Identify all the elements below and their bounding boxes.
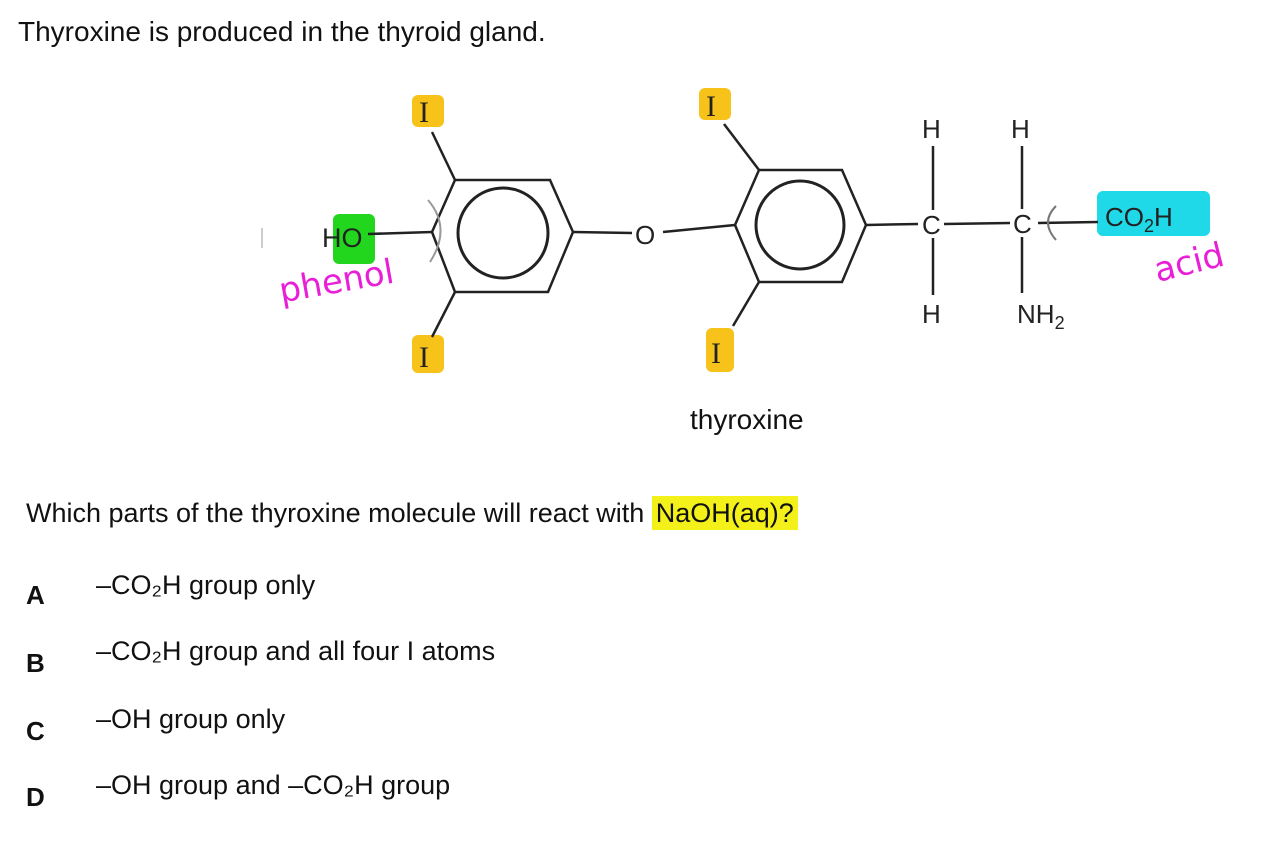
option-d-text: –OH group and –CO₂H group bbox=[96, 770, 451, 800]
carboxyl-main: CO bbox=[1105, 202, 1144, 232]
carboxyl-subscript: 2 bbox=[1144, 216, 1154, 236]
amine-subscript: 2 bbox=[1055, 313, 1065, 333]
question-prefix: Which parts of the thyroxine molecule wi… bbox=[26, 498, 652, 528]
hydroxyl-label: HO bbox=[322, 223, 363, 253]
amine-label: NH2 bbox=[1017, 299, 1065, 333]
ether-oxygen-label: O bbox=[635, 220, 655, 250]
phenol-break-mark bbox=[427, 199, 442, 263]
carboxyl-highlight bbox=[1097, 191, 1210, 236]
option-b-letter: B bbox=[26, 648, 45, 678]
carboxyl-hydrogen: H bbox=[1154, 202, 1173, 232]
carbon-label-2: C bbox=[1013, 209, 1032, 239]
option-a-text: –CO₂H group only bbox=[96, 570, 316, 600]
amine-main: NH bbox=[1017, 299, 1055, 329]
iodine-label-1: I bbox=[419, 96, 429, 129]
iodine-highlight-3 bbox=[412, 335, 444, 373]
hydrogen-label-1: H bbox=[922, 114, 941, 144]
option-c-text: –OH group only bbox=[96, 704, 286, 734]
carbon-label-1: C bbox=[922, 210, 941, 240]
question-text: Which parts of the thyroxine molecule wi… bbox=[26, 496, 798, 530]
iodine-label-4: I bbox=[711, 337, 721, 370]
left-ring-circle bbox=[456, 186, 550, 280]
left-benzene-ring bbox=[430, 178, 575, 294]
option-c-letter: C bbox=[26, 716, 45, 746]
option-b-text: –CO₂H group and all four I atoms bbox=[96, 636, 496, 666]
hydrogen-label-3: H bbox=[922, 299, 941, 329]
iodine-label-3: I bbox=[419, 341, 429, 374]
iodine-highlight-4 bbox=[706, 328, 734, 372]
option-a-letter: A bbox=[26, 580, 45, 610]
iodine-highlight-1 bbox=[412, 95, 444, 127]
right-ring-circle bbox=[754, 179, 846, 271]
question-reagent: NaOH(aq)? bbox=[651, 496, 798, 530]
option-d-letter: D bbox=[26, 782, 45, 812]
hydrogen-label-2: H bbox=[1011, 114, 1030, 144]
molecule-caption: thyroxine bbox=[690, 404, 804, 435]
iodine-label-2: I bbox=[706, 90, 716, 123]
carboxyl-label: CO2H bbox=[1105, 202, 1173, 236]
hydroxyl-highlight bbox=[333, 214, 375, 264]
iodine-highlight-2 bbox=[699, 88, 731, 120]
intro-text: Thyroxine is produced in the thyroid gla… bbox=[18, 16, 546, 47]
acid-break-mark bbox=[1047, 205, 1057, 241]
